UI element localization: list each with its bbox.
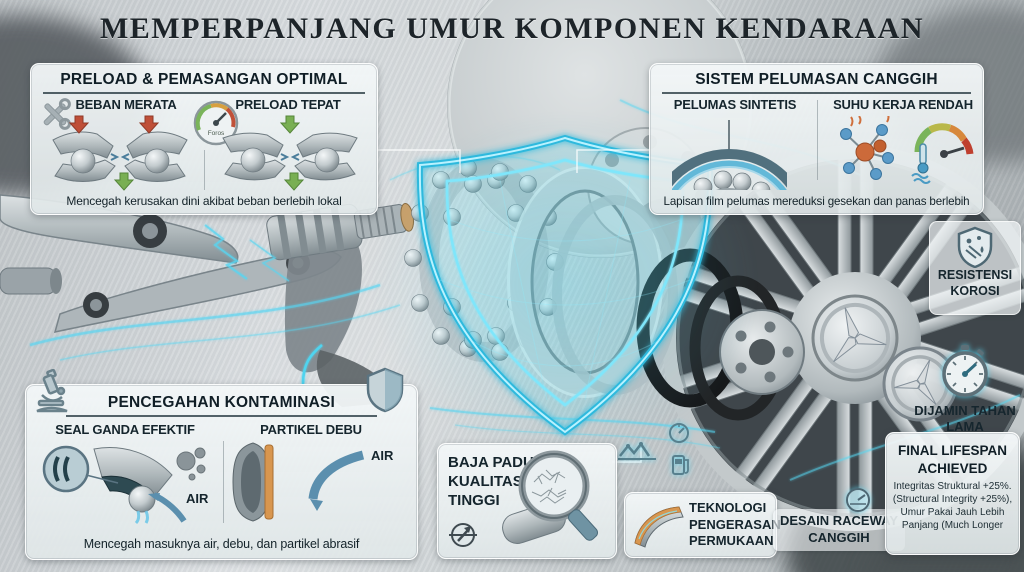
- preload-divider: [204, 150, 205, 190]
- corrosion-badge: RESISTENSI KOROSI: [929, 221, 1021, 315]
- lubrication-caption: Lapisan film pelumas mereduksi gesekan d…: [663, 195, 970, 208]
- lubrication-divider: [817, 100, 818, 180]
- hardening-box-label: TEKNOLOGI PENGERASAN PERMUKAAN: [689, 500, 781, 549]
- mercedes-star-icon: [891, 355, 949, 413]
- contamination-box: PENCEGAHAN KONTAMINASI SEAL GANDA EFEKTI…: [25, 367, 418, 560]
- raceway-design-label: DESAIN RACEWAY CANGGIH: [773, 509, 905, 551]
- axle-stub: [0, 267, 62, 295]
- final-box-details: Integritas Struktural +25%. (Structural …: [892, 481, 1013, 532]
- preload-right-label: PRELOAD TEPAT: [235, 97, 341, 112]
- lubrication-box: SISTEM PELUMASAN CANGGIH PELUMAS SINTETI…: [649, 63, 984, 215]
- corrosion-shield-icon: [957, 226, 993, 268]
- rotate-arrow-icon: [449, 523, 477, 547]
- contamination-box-header: PENCEGAHAN KONTAMINASI: [66, 394, 377, 417]
- contamination-left-label: SEAL GANDA EFEKTIF: [55, 422, 195, 437]
- chart-icon: [618, 441, 656, 460]
- preload-left-label: BEBAN MERATA: [75, 97, 177, 112]
- mercedes-star-icon: [820, 303, 890, 373]
- shield-icon: [366, 367, 404, 413]
- preload-caption: Mencegah kerusakan dini akibat beban ber…: [66, 194, 342, 208]
- dust-seal-diagram-icon: [232, 442, 365, 522]
- preload-box-header: PRELOAD & PEMASANGAN OPTIMAL: [43, 71, 365, 94]
- speedometer-icon: [669, 423, 689, 443]
- raceway-design-text: DESAIN RACEWAY CANGGIH: [780, 513, 898, 545]
- uneven-load-bearing-diagram: [52, 115, 188, 191]
- air-label-right: AIR: [371, 448, 394, 463]
- durability-badge: DIJAMIN TAHAN LAMA: [905, 344, 1024, 434]
- contamination-right-label: PARTIKEL DEBU: [260, 422, 362, 437]
- contamination-divider: [223, 441, 224, 523]
- correct-preload-bearing-diagram: [222, 115, 358, 191]
- molecule-icon: [840, 116, 894, 180]
- magnifier-grain-icon: [502, 450, 599, 545]
- force-gauge-icon: Foros: [193, 100, 239, 146]
- svg-text:Foros: Foros: [208, 130, 225, 137]
- contamination-caption: Mencegah masuknya air, debu, dan partike…: [83, 537, 360, 551]
- seal-diagram-icon: [42, 445, 206, 525]
- lubrication-box-header: SISTEM PELUMASAN CANGGIH: [662, 71, 971, 94]
- leader-lines: [301, 149, 649, 463]
- preload-box: PRELOAD & PEMASANGAN OPTIMAL BEBAN MERAT…: [30, 63, 378, 215]
- raceway-segment-icon: [634, 506, 684, 548]
- final-lifespan-box: FINAL LIFESPAN ACHIEVED Integritas Struk…: [885, 432, 1020, 555]
- fuel-pump-icon: [672, 455, 689, 475]
- microscope-icon: [36, 369, 68, 413]
- lubrication-left-label: PELUMAS SINTETIS: [673, 97, 797, 112]
- durability-badge-label: DIJAMIN TAHAN LAMA: [914, 403, 1016, 435]
- temperature-gauge-icon: [911, 123, 974, 184]
- tools-icon: [43, 98, 71, 130]
- hardening-box: TEKNOLOGI PENGERASAN PERMUKAAN: [624, 492, 781, 558]
- stopwatch-icon: [942, 345, 988, 397]
- air-label-left: AIR: [186, 491, 209, 506]
- final-box-header: FINAL LIFESPAN ACHIEVED: [897, 443, 1007, 476]
- steel-box: BAJA PADUAN KUALITAS TINGGI: [437, 443, 617, 559]
- raceway-gauge-icon: [846, 488, 870, 512]
- page-title: MEMPERPANJANG UMUR KOMPONEN KENDARAAN: [99, 12, 925, 45]
- oil-film-icon: [672, 120, 787, 190]
- lubrication-right-label: SUHU KERJA RENDAH: [833, 97, 973, 112]
- corrosion-badge-label: RESISTENSI KOROSI: [937, 268, 1013, 298]
